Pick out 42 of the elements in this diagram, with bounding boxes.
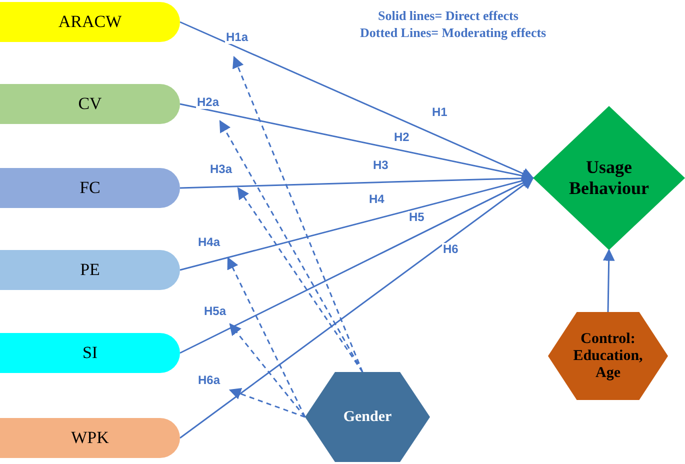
legend-note: Solid lines= Direct effects [378,8,518,24]
node-label: Gender [343,408,392,426]
node-label: CV [78,94,102,114]
dashed-arrow [229,323,306,418]
dashed-arrow [228,388,306,418]
arrow [602,248,615,312]
edge-label: H5 [408,211,426,224]
node-label: WPK [71,428,109,448]
arrow [180,21,534,180]
node-label: PE [80,260,100,280]
edge-label: H5a [203,305,228,318]
construct-box [0,84,180,124]
node-label: SI [82,343,98,363]
edge-label: H3 [372,159,390,172]
edge-label: H1a [225,31,250,44]
node-label: FC [80,178,100,198]
construct-box [0,2,180,42]
edge-label: H4a [197,236,222,249]
outcome-diamond [533,106,685,250]
edge-label: H3a [209,163,234,176]
dashed-arrow [219,120,364,372]
edge-label: H2 [393,131,410,144]
legend-note: Dotted Lines= Moderating effects [360,25,546,41]
edge-label: H2a [196,96,220,109]
edge-label: H1 [431,106,448,119]
edge-label: H6a [197,374,222,387]
dashed-arrow [232,56,364,372]
dashed-arrow [227,256,306,418]
construct-box [0,418,180,458]
construct-box [0,168,180,208]
construct-box [0,333,180,373]
construct-box [0,250,180,290]
arrow [180,177,534,439]
dashed-arrow [237,187,364,372]
arrow [180,177,534,354]
control-hexagon [548,312,668,400]
node-label: Control: Education, Age [572,330,644,382]
edge-label: H6 [442,243,460,256]
edge-label: H4 [368,193,386,206]
node-label: Usage Behaviour [568,157,650,199]
moderator-hexagon [305,372,430,462]
node-label: ARACW [58,12,122,32]
